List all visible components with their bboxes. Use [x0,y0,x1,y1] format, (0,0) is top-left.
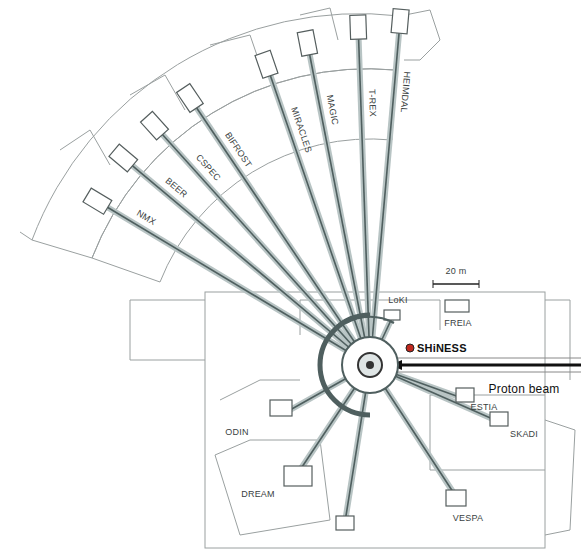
scale-tick [479,280,480,288]
proton-beam-line [400,364,581,367]
proton-beam [390,358,581,372]
instrument-cave [270,400,292,416]
instrument-name: SKADI [510,430,538,439]
beamline-name: T-REX [367,89,377,117]
scale-tick [433,280,434,288]
instrument-cave [446,490,466,506]
scale-label: 20 m [446,267,467,276]
instrument-name: VESPA [453,514,483,523]
beamline-core [370,21,400,365]
instrument-name: FREIA [444,319,472,328]
instrument-cave [177,84,204,113]
hall-annex [60,8,338,165]
bunker-wall [346,317,394,323]
shiness-marker [406,344,414,352]
scale-bar [433,280,479,288]
instrument-cave [384,310,400,320]
target-core [366,361,374,369]
beamline-name: HEIMDAL [399,71,412,113]
beamline-name: MAGIC [324,94,339,126]
instrument-cave [391,9,409,34]
instrument-cave [83,188,112,214]
instrument-name: DREAM [241,490,275,499]
instrument-cave [456,388,474,402]
instrument-cave [284,466,312,486]
instrument-cave [490,412,508,426]
beamline-name: CSPEC [193,153,221,183]
beam-label: Proton beam [489,383,560,395]
target [358,353,382,377]
instrument-name: ESTIA [470,403,497,412]
instrument-name: LoKI [388,296,407,305]
instrument-name: ODIN [225,428,248,437]
instrument-name: SHiNESS [417,343,467,354]
instrument-cave [297,30,317,57]
monolith [342,337,398,393]
lower-beamlines [270,300,508,530]
instrument-cave [141,111,169,140]
right-hall [430,395,545,470]
instrument-cave [336,516,354,530]
hall-outlines [20,8,575,548]
instrument-cave [255,50,278,78]
instrument-cave [445,300,469,312]
lower-hall [215,380,330,535]
beamline-guide [370,21,400,365]
beam-tunnel-wall [396,372,581,373]
beam-tunnel-wall [396,358,581,359]
scale-line [433,283,479,285]
instrument-cave [109,144,138,172]
instrument-cave [350,15,367,40]
